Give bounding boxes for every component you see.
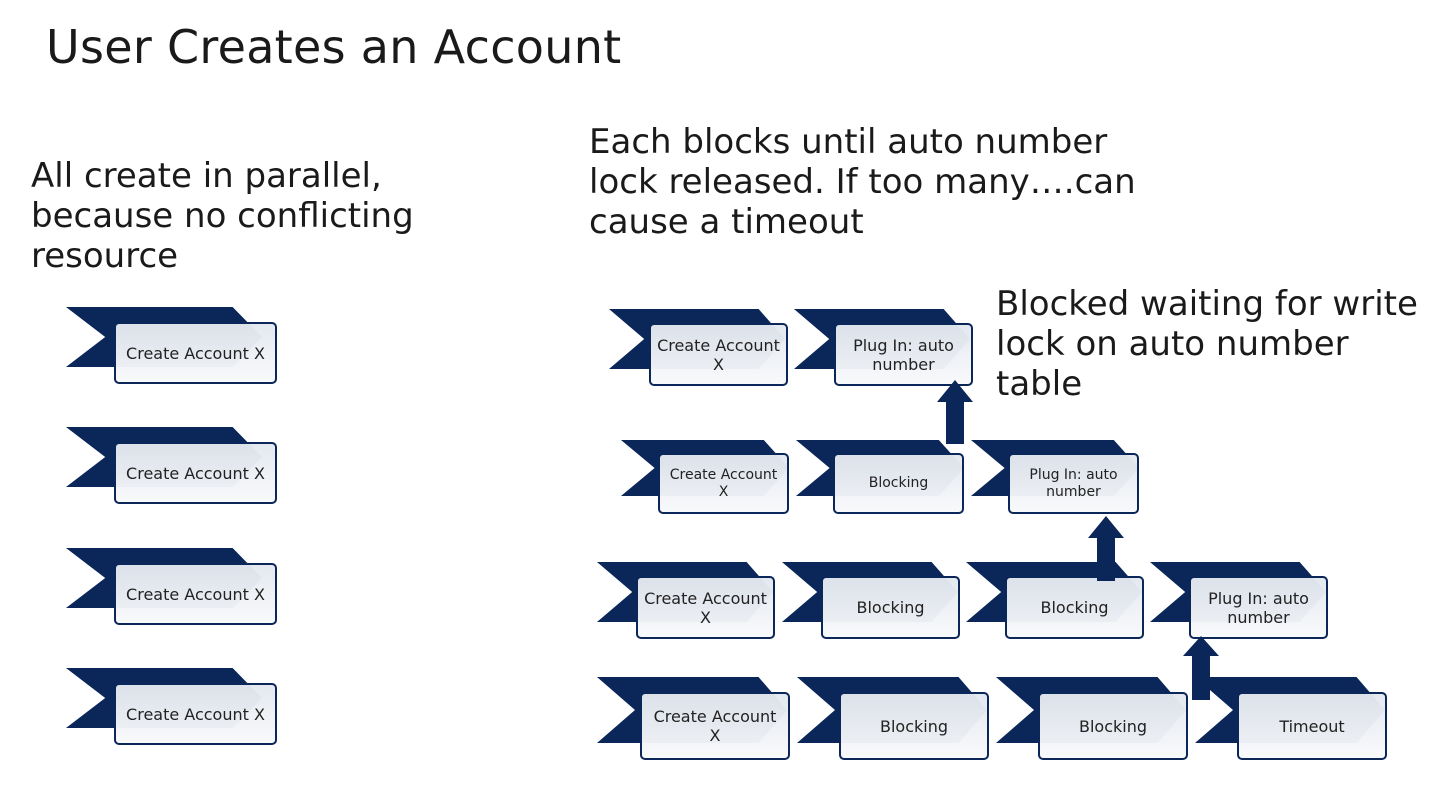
up-arrow-icon xyxy=(937,380,973,444)
step-label-box: Blocking xyxy=(1005,576,1144,639)
parallel-caption: All create in parallel, because no confl… xyxy=(31,156,414,276)
step-label-box: Create Account X xyxy=(114,322,277,384)
blocking-caption: Each blocks until auto number lock relea… xyxy=(589,122,1136,242)
step-label-box: Create Account X xyxy=(649,323,788,386)
step-label-box: Blocking xyxy=(833,453,964,514)
slide-title: User Creates an Account xyxy=(46,20,622,74)
blocked-caption-line: Blocked waiting for write xyxy=(996,284,1418,324)
blocking-caption-line: lock released. If too many….can xyxy=(589,162,1136,202)
step-label-box: Plug In: auto number xyxy=(1189,576,1328,639)
step-label-box: Create Account X xyxy=(114,563,277,625)
step-label-box: Blocking xyxy=(839,692,989,760)
blocking-caption-line: Each blocks until auto number xyxy=(589,122,1108,162)
parallel-caption-line: because no conflicting xyxy=(31,196,414,236)
step-label-box: Create Account X xyxy=(640,692,790,760)
up-arrow-icon xyxy=(1183,636,1219,700)
up-arrow-icon xyxy=(1088,516,1124,581)
parallel-caption-line: resource xyxy=(31,236,179,276)
blocking-caption-line: cause a timeout xyxy=(589,202,864,242)
step-label-box: Create Account X xyxy=(114,442,277,504)
step-label-box: Blocking xyxy=(821,576,960,639)
blocked-caption-line: table xyxy=(996,364,1083,404)
step-label-box: Plug In: auto number xyxy=(834,323,973,386)
step-label-box: Plug In: auto number xyxy=(1008,453,1139,514)
blocked-caption-line: lock on auto number xyxy=(996,324,1349,364)
step-label-box: Blocking xyxy=(1038,692,1188,760)
step-label-box: Create Account X xyxy=(658,453,789,514)
step-label-box: Create Account X xyxy=(114,683,277,745)
parallel-caption-line: All create in parallel, xyxy=(31,156,382,196)
blocked-waiting-caption: Blocked waiting for write lock on auto n… xyxy=(996,284,1418,404)
step-label-box: Timeout xyxy=(1237,692,1387,760)
step-label-box: Create Account X xyxy=(636,576,775,639)
